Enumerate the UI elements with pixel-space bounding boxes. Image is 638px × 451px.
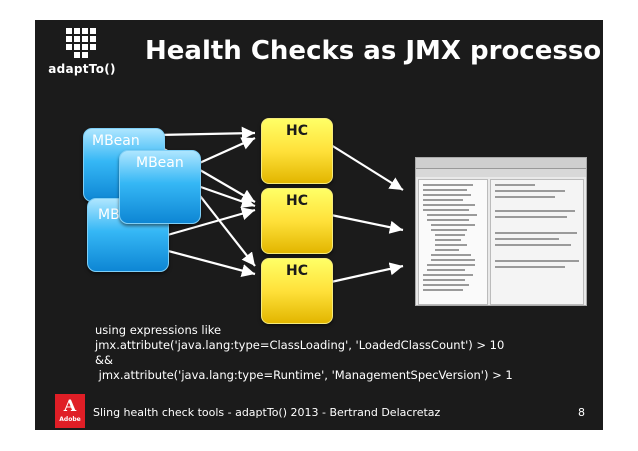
footer: A Adobe Sling health check tools - adapt… <box>35 394 603 430</box>
code-expression: using expressions like jmx.attribute('ja… <box>95 323 513 383</box>
health-check-box-3: HC <box>261 258 333 324</box>
slide-title: Health Checks as JMX processors <box>145 36 630 66</box>
screenshot-detail-panel <box>490 179 584 305</box>
adaptto-logo-icon <box>66 28 96 58</box>
adaptto-logo: adaptTo() <box>47 28 117 90</box>
code-line: jmx.attribute('java.lang:type=ClassLoadi… <box>95 338 505 352</box>
arrows <box>156 126 404 284</box>
screenshot-tree <box>418 179 488 305</box>
page-number: 8 <box>578 406 585 419</box>
adobe-logo-text: Adobe <box>59 416 81 423</box>
hc-label: HC <box>286 123 308 139</box>
screenshot-titlebar <box>416 158 586 169</box>
code-line: && <box>95 353 113 367</box>
footer-text: Sling health check tools - adaptTo() 201… <box>93 406 441 419</box>
slide: adaptTo() Health Checks as JMX processor… <box>35 20 629 430</box>
health-check-box-1: HC <box>261 118 333 184</box>
jconsole-screenshot <box>415 157 587 306</box>
health-check-box-2: HC <box>261 188 333 254</box>
screenshot-tabs <box>416 169 586 177</box>
mbean-label: MBean <box>136 155 184 171</box>
logo-text: adaptTo() <box>48 62 116 76</box>
code-line: using expressions like <box>95 323 222 337</box>
hc-label: HC <box>286 263 308 279</box>
mbean-box-2: MBean <box>119 150 201 224</box>
code-line: jmx.attribute('java.lang:type=Runtime', … <box>95 368 513 382</box>
hc-label: HC <box>286 193 308 209</box>
mbean-label: MBean <box>92 133 140 149</box>
adobe-logo-icon: A Adobe <box>55 394 85 428</box>
